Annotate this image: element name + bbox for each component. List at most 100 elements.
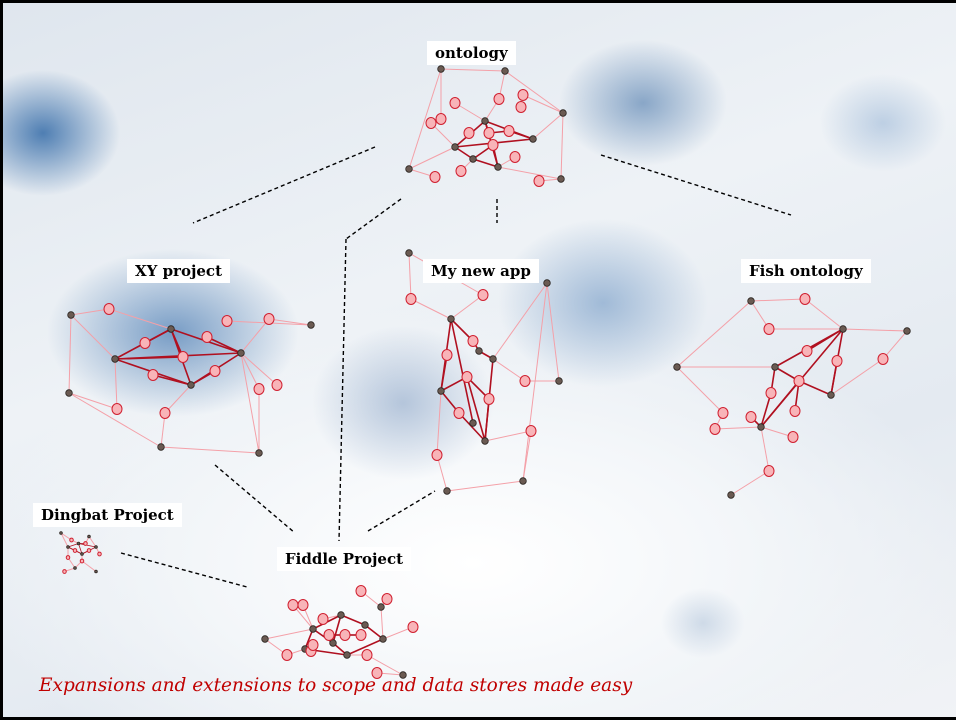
dingbat-hub-node — [87, 534, 91, 539]
myapp-hub-node — [469, 419, 477, 427]
myapp-node — [519, 375, 531, 387]
fish-hub-node — [727, 491, 735, 499]
myapp-hub-node — [475, 347, 483, 355]
ontology-edge — [440, 68, 506, 72]
xy-edge — [68, 392, 118, 410]
ontology-hub-node — [494, 163, 502, 171]
myapp-node — [483, 393, 495, 405]
slide-caption: Expansions and extensions to scope and d… — [39, 675, 633, 696]
xy-node — [271, 379, 283, 391]
dingbat-edge — [60, 532, 69, 548]
myapp-edge — [492, 282, 548, 360]
fiddle-hub-node — [337, 611, 345, 619]
fish-node — [745, 411, 757, 423]
ontology-edge — [454, 102, 486, 122]
dingbat-hub-node — [80, 552, 84, 556]
ontology-edge — [522, 94, 564, 114]
xy-node — [139, 337, 151, 349]
fish-edge — [798, 380, 832, 396]
fish-node — [717, 407, 729, 419]
myapp-hub-node — [489, 355, 497, 363]
xy-edge — [114, 356, 184, 360]
xy-hub-node — [237, 349, 245, 357]
xy-node — [221, 315, 233, 327]
ontology-edge — [560, 112, 564, 180]
ontology-edge — [408, 68, 442, 170]
xy-node — [103, 303, 115, 315]
myapp-edge — [446, 480, 524, 492]
dingbat-node — [65, 555, 71, 560]
fish-edge — [804, 298, 844, 330]
fiddle-hub-node — [377, 603, 385, 611]
dingbat-hub-node — [94, 569, 98, 574]
fish-node — [831, 355, 843, 367]
ontology-hub-node — [437, 65, 445, 73]
ontology-hub-node — [529, 135, 537, 143]
myapp-hub-node — [447, 315, 455, 323]
xy-edge — [108, 308, 172, 330]
xy-edge — [268, 318, 312, 326]
ontology-edge — [472, 158, 499, 168]
xy-node — [263, 313, 275, 325]
fiddle-hub-node — [379, 635, 387, 643]
xy-node — [111, 403, 123, 415]
myapp-node — [441, 349, 453, 361]
fish-edge — [676, 300, 752, 368]
ontology-node — [509, 151, 521, 163]
ontology-node — [503, 125, 515, 137]
fish-node — [877, 353, 889, 365]
ontology-node — [515, 101, 527, 113]
fiddle-hub-node — [343, 651, 351, 659]
dingbat-edge — [81, 560, 97, 572]
fiddle-edge — [332, 614, 342, 644]
ontology-edge — [532, 112, 564, 140]
ontology-hub-node — [451, 143, 459, 151]
dingbat-hub-node — [59, 531, 63, 535]
xy-hub-node — [307, 321, 315, 329]
xy-hub-node — [167, 325, 175, 333]
dingbat-node — [62, 569, 67, 574]
fiddle-node — [281, 649, 293, 661]
dingbat-node — [83, 541, 88, 546]
fiddle-project-label: Fiddle Project — [277, 547, 412, 571]
myapp-node — [477, 289, 489, 301]
ontology-node — [429, 171, 441, 183]
dingbat-hub-node — [66, 545, 70, 549]
dingbat-edge — [78, 543, 83, 555]
myapp-node — [431, 449, 443, 461]
ontology-node — [425, 117, 437, 129]
fiddle-hub-node — [399, 671, 407, 679]
myapp-node — [525, 425, 537, 437]
fiddle-node — [307, 639, 319, 651]
myapp-edge — [522, 430, 532, 482]
dingbat-node — [86, 548, 92, 553]
xy-edge — [70, 308, 110, 316]
myapp-node — [461, 371, 473, 383]
xy-node — [159, 407, 171, 419]
dingbat-hub-node — [73, 566, 77, 570]
fish-edge — [676, 366, 724, 414]
ontology-hub-node — [469, 155, 477, 163]
fiddle-node — [355, 585, 367, 597]
myapp-edge — [408, 252, 412, 300]
ontology-hub-node — [405, 165, 413, 173]
network-diagram — [59, 65, 911, 679]
myapp-hub-node — [555, 377, 563, 385]
xy-project-label: XY project — [127, 259, 230, 283]
fiddle-node — [339, 629, 351, 641]
fiddle-node — [355, 629, 367, 641]
ontology-hub-node — [559, 109, 567, 117]
dingbat-hub-node — [76, 541, 81, 546]
fish-node — [787, 431, 799, 443]
xy-edge — [240, 352, 260, 390]
myapp-node — [453, 407, 465, 419]
connector-line — [367, 490, 436, 532]
xy-hub-node — [157, 443, 165, 451]
fish-node — [793, 375, 805, 387]
xy-node — [177, 351, 189, 363]
fiddle-edge — [340, 614, 366, 626]
dingbat-node — [69, 537, 74, 543]
fish-edge — [882, 330, 908, 360]
ontology-hub-node — [557, 175, 565, 183]
xy-edge — [68, 392, 162, 448]
